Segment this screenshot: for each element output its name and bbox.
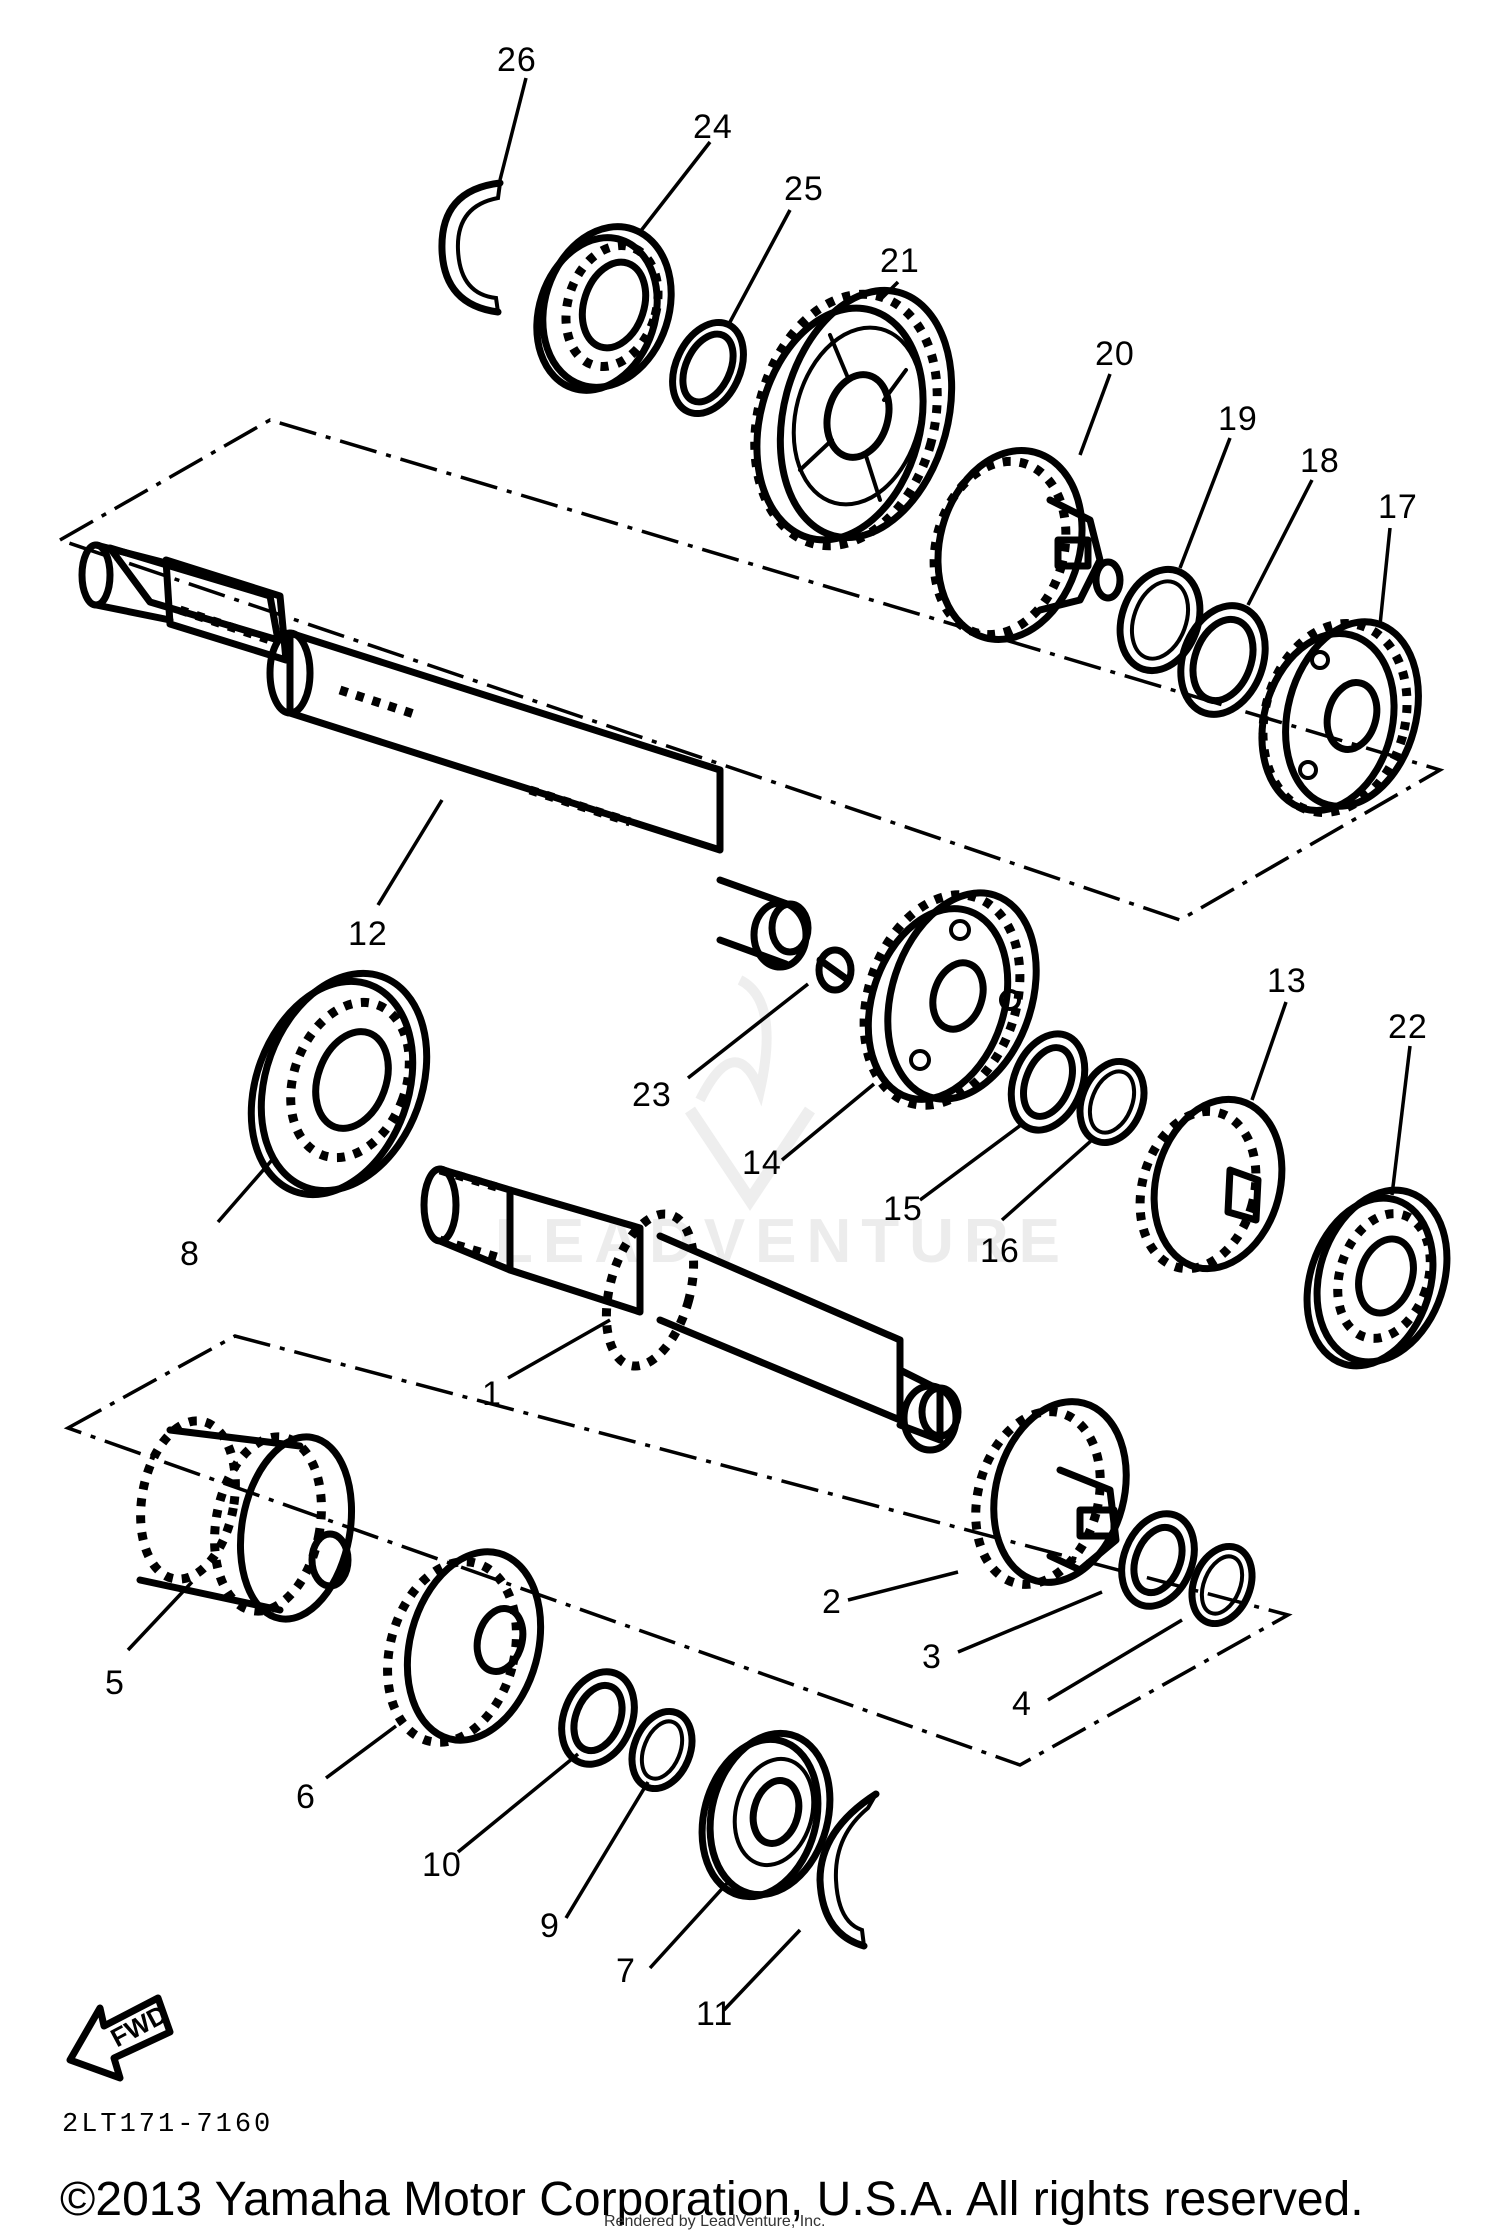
part-number-26: 26	[497, 41, 537, 79]
gear-14	[859, 889, 1040, 1110]
gear-6	[383, 1548, 545, 1747]
rendered-by-credit: Rendered by LeadVenture, Inc.	[604, 2213, 826, 2230]
part-number-15: 15	[883, 1190, 923, 1228]
washer-25	[669, 318, 747, 418]
gear-20	[929, 447, 1124, 643]
bearing-8	[247, 969, 431, 1199]
part-number-10: 10	[422, 1846, 462, 1884]
washer-3	[1118, 1510, 1198, 1610]
lower-gear-group-outline	[63, 1334, 1293, 1767]
circlip-11	[816, 1790, 880, 1950]
bearing-24	[533, 223, 675, 394]
part-number-14: 14	[742, 1144, 782, 1182]
part-number-3: 3	[922, 1638, 942, 1676]
part-number-16: 16	[980, 1232, 1020, 1270]
drawing-code: 2LT171-7160	[62, 2110, 273, 2140]
part-number-22: 22	[1388, 1008, 1428, 1046]
part-number-9: 9	[540, 1907, 560, 1945]
part-number-23: 23	[632, 1076, 672, 1114]
part-number-19: 19	[1218, 400, 1258, 438]
circlip-4	[1188, 1542, 1256, 1628]
part-number-25: 25	[784, 170, 824, 208]
forward-arrow-icon: FWD	[66, 1994, 174, 2082]
watermark-text: LEADVENTURE	[495, 1207, 1070, 1276]
part-number-11: 11	[696, 1995, 733, 2033]
part-number-1: 1	[482, 1375, 502, 1413]
part-number-17: 17	[1378, 488, 1418, 526]
part-number-8: 8	[180, 1235, 200, 1273]
part-number-6: 6	[296, 1778, 316, 1816]
circlip-9	[628, 1707, 696, 1793]
copyright-notice: ©2013 Yamaha Motor Corporation, U.S.A. A…	[60, 2173, 1364, 2226]
part-number-labels: 26 24 25 21 20 19 18 17 12 13 22 23 14 1…	[105, 41, 1428, 2033]
part-number-18: 18	[1300, 442, 1340, 480]
part-number-12: 12	[348, 915, 388, 953]
gear-2	[971, 1398, 1130, 1589]
upper-gear-group-outline	[55, 418, 1445, 922]
part-number-20: 20	[1095, 335, 1135, 373]
gear-5	[136, 1416, 356, 1623]
circlip-16	[1076, 1057, 1148, 1147]
part-number-24: 24	[693, 108, 733, 146]
part-number-21: 21	[880, 242, 920, 280]
drive-axle-12	[78, 541, 812, 971]
part-number-13: 13	[1267, 962, 1307, 1000]
part-number-2: 2	[822, 1583, 842, 1621]
leader-lines	[126, 77, 1412, 2012]
leadventure-watermark: LEADVENTURE	[495, 975, 1070, 1276]
gear-17	[1258, 618, 1422, 817]
part-number-4: 4	[1012, 1685, 1032, 1723]
bearing-22	[1303, 1186, 1451, 1370]
washer-10	[558, 1668, 638, 1768]
gear-21	[750, 286, 956, 551]
main-axle-1	[420, 1165, 962, 1454]
bearing-7	[698, 1729, 834, 1901]
gear-13	[1135, 1095, 1286, 1274]
washer-18	[1177, 602, 1269, 718]
part-number-5: 5	[105, 1664, 125, 1702]
collar-23	[815, 946, 855, 994]
circlip-26	[438, 179, 504, 316]
part-number-7: 7	[616, 1952, 636, 1990]
